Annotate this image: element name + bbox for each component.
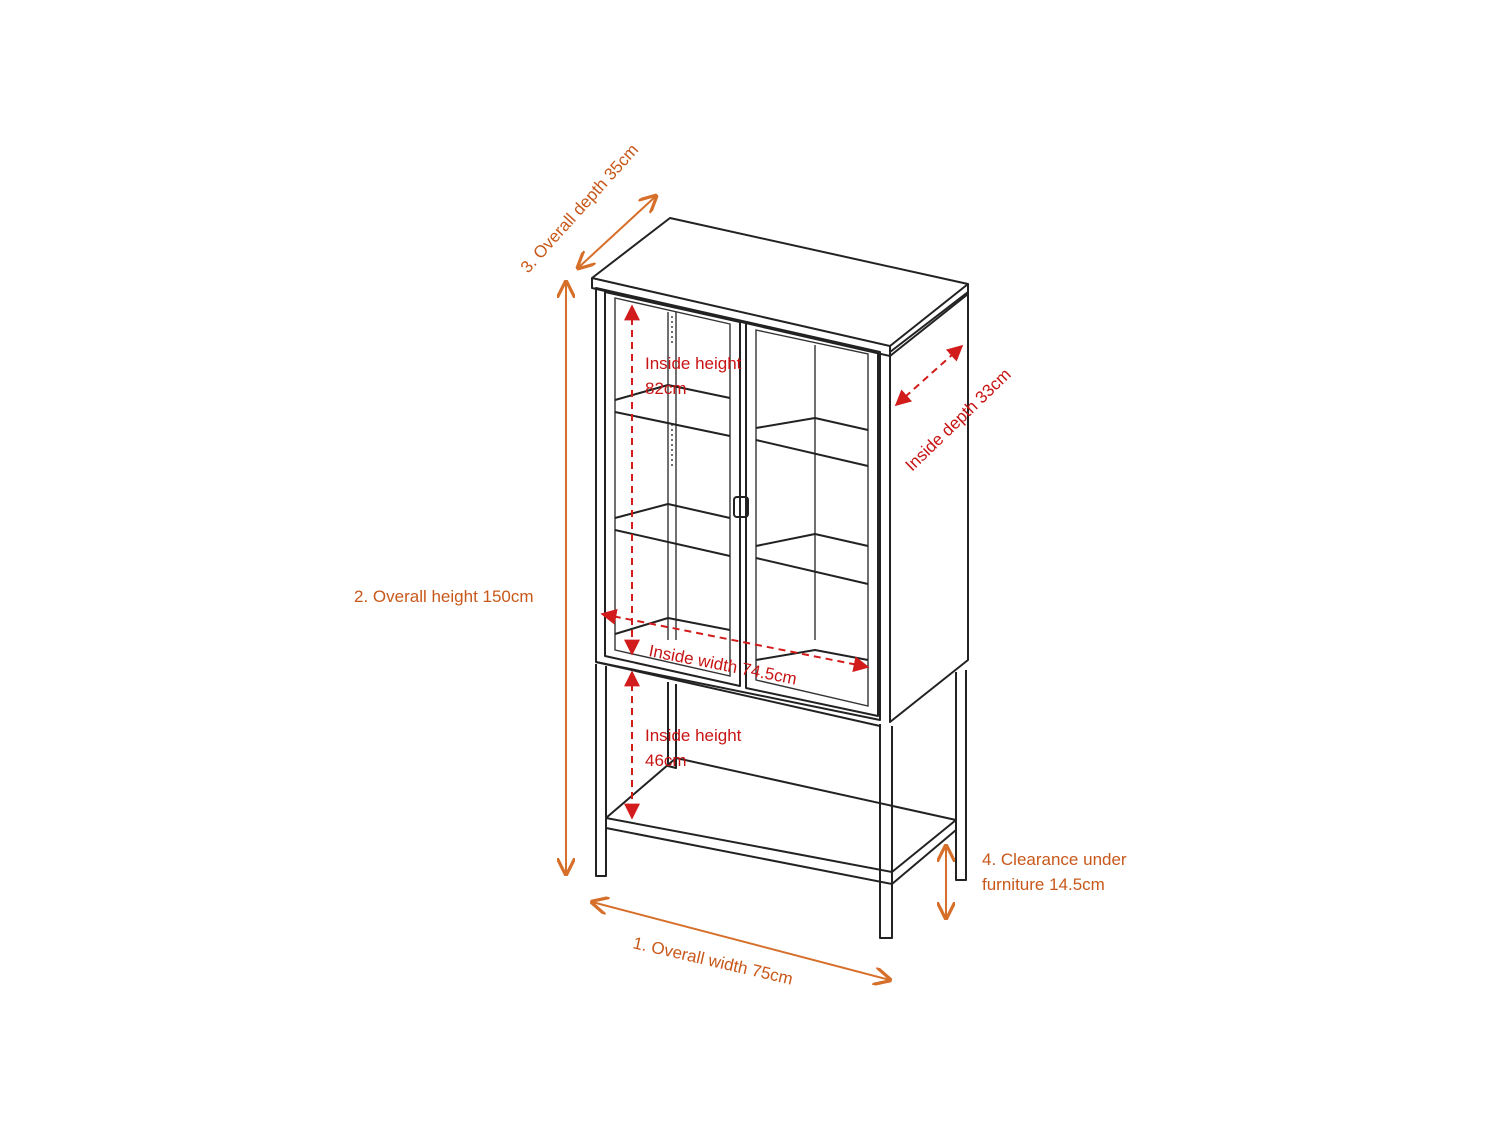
clearance-label-line1: 4. Clearance under (982, 850, 1127, 869)
lower-shelf (605, 757, 957, 873)
inside-height-upper-label-line1: Inside height (645, 354, 742, 373)
inside-height-upper-label-line2: 82cm (645, 379, 687, 398)
inside-depth-arrow (894, 344, 964, 407)
inside-height-lower-label-line1: Inside height (645, 726, 742, 745)
cabinet-side-panel (889, 291, 969, 723)
cabinet-top (591, 217, 969, 347)
inside-height-lower-label-line2: 46cm (645, 751, 687, 770)
overall-width-label: 1. Overall width 75cm (631, 933, 795, 988)
inside-width-arrow (600, 608, 870, 673)
left-glass-door (604, 291, 741, 687)
overall-width-arrow (592, 902, 890, 980)
inside-depth-label: Inside depth 33cm (902, 365, 1015, 475)
overall-depth-arrow (578, 196, 656, 268)
inside-dimension-lines (600, 304, 964, 820)
clearance-label-line2: furniture 14.5cm (982, 875, 1105, 894)
cabinet-illustration (591, 217, 969, 939)
shelves (614, 384, 869, 661)
right-glass-door (745, 321, 879, 717)
overall-dimension-lines (566, 196, 946, 980)
door-handle (733, 496, 749, 518)
overall-depth-label: 3. Overall depth 35cm (517, 140, 642, 276)
overall-height-label: 2. Overall height 150cm (354, 587, 534, 606)
